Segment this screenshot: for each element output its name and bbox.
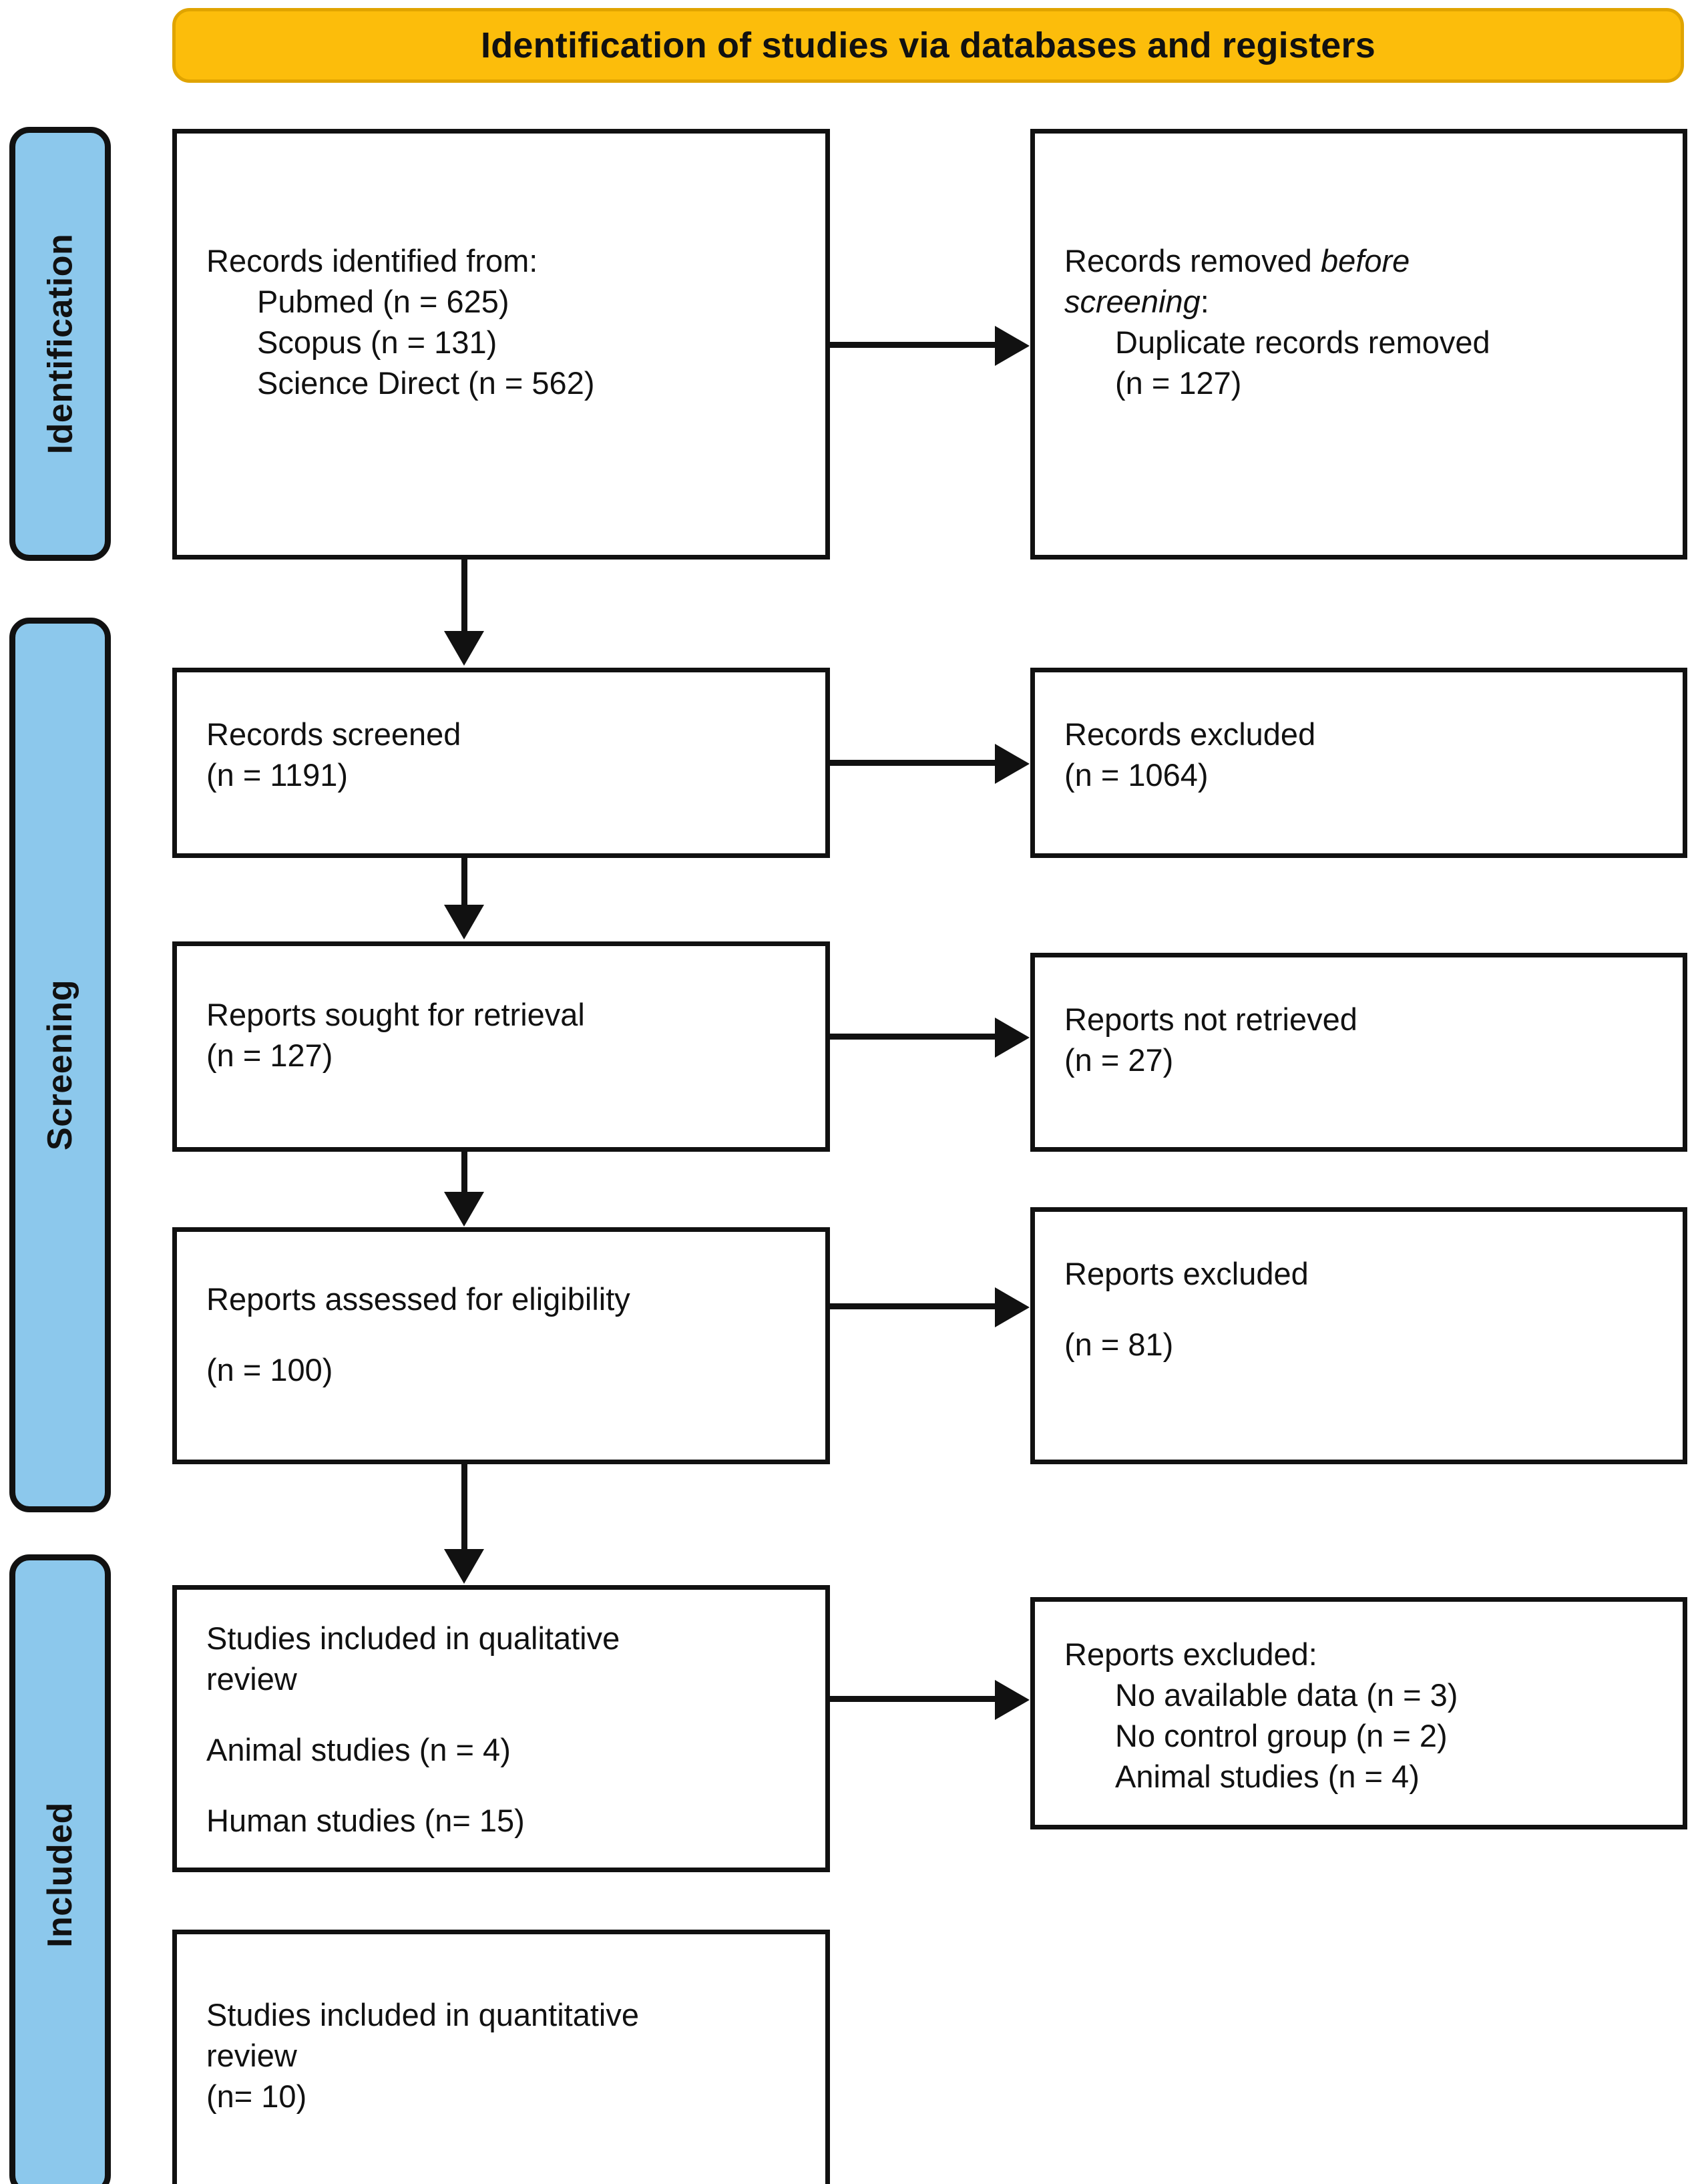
box-records-excluded-text: Records excluded (n = 1064) bbox=[1064, 714, 1669, 795]
diagram-header-banner: Identification of studies via databases … bbox=[172, 8, 1684, 83]
records-excluded-count: (n = 1064) bbox=[1064, 757, 1209, 793]
box-reports-excluded: Reports excluded (n = 81) bbox=[1030, 1207, 1687, 1464]
reports-assessed-count: (n = 100) bbox=[206, 1351, 333, 1387]
connector-arrow-sought-to-assessed bbox=[444, 1192, 484, 1227]
stage-label-included: Included bbox=[9, 1554, 111, 2184]
quantitative-count: (n= 10) bbox=[206, 2079, 307, 2115]
qualitative-line1: Studies included in qualitative bbox=[206, 1620, 620, 1656]
box-reports-excluded-detailed-text: Reports excluded: No available data (n =… bbox=[1064, 1634, 1669, 1797]
box-records-screened-text: Records screened (n = 1191) bbox=[206, 714, 812, 795]
excluded-final-heading: Reports excluded: bbox=[1064, 1636, 1317, 1672]
box-studies-quantitative-text: Studies included in quantitative review … bbox=[206, 1994, 812, 2117]
box-studies-included-qualitative: Studies included in qualitative review A… bbox=[172, 1585, 830, 1872]
box-reports-sought-text: Reports sought for retrieval (n = 127) bbox=[206, 994, 812, 1076]
records-identified-sciencedirect: Science Direct (n = 562) bbox=[257, 365, 595, 401]
connector-line-sought-to-not-retrieved bbox=[828, 1034, 996, 1040]
reports-not-retrieved-count: (n = 27) bbox=[1064, 1042, 1174, 1078]
box-records-identified: Records identified from: Pubmed (n = 625… bbox=[172, 129, 830, 560]
connector-arrow-sought-to-not-retrieved bbox=[995, 1018, 1030, 1058]
reports-assessed-label: Reports assessed for eligibility bbox=[206, 1281, 630, 1317]
banner-title: Identification of studies via databases … bbox=[481, 25, 1375, 65]
records-screened-count: (n = 1191) bbox=[206, 757, 349, 793]
excluded-final-no-available-data: No available data (n = 3) bbox=[1115, 1677, 1458, 1713]
records-removed-before-italic: before bbox=[1321, 243, 1410, 278]
box-records-removed-before-screening: Records removed before screening: Duplic… bbox=[1030, 129, 1687, 560]
box-reports-assessed-text: Reports assessed for eligibility (n = 10… bbox=[206, 1279, 812, 1390]
box-studies-qualitative-text: Studies included in qualitative review A… bbox=[206, 1618, 812, 1841]
excluded-final-no-control-group: No control group (n = 2) bbox=[1115, 1718, 1448, 1754]
qualitative-spacer-2 bbox=[206, 1770, 812, 1800]
records-screened-label: Records screened bbox=[206, 716, 461, 752]
reports-excluded-label: Reports excluded bbox=[1064, 1256, 1309, 1291]
connector-line-identified-to-screened bbox=[461, 560, 467, 633]
duplicate-records-removed-count: (n = 127) bbox=[1115, 365, 1242, 401]
box-reports-excluded-detailed: Reports excluded: No available data (n =… bbox=[1030, 1597, 1687, 1829]
reports-not-retrieved-label: Reports not retrieved bbox=[1064, 1002, 1357, 1037]
records-removed-label: Records removed bbox=[1064, 243, 1321, 278]
connector-arrow-assessed-to-excluded bbox=[995, 1287, 1030, 1327]
connector-arrow-identified-to-screened bbox=[444, 631, 484, 666]
qualitative-human-studies: Human studies (n= 15) bbox=[206, 1802, 525, 1838]
records-excluded-label: Records excluded bbox=[1064, 716, 1316, 752]
box-records-identified-text: Records identified from: Pubmed (n = 625… bbox=[206, 240, 812, 403]
connector-arrow-qualitative-to-excluded bbox=[995, 1680, 1030, 1720]
connector-arrow-screened-to-sought bbox=[444, 905, 484, 939]
records-identified-pubmed: Pubmed (n = 625) bbox=[257, 284, 509, 320]
connector-line-qualitative-to-excluded bbox=[828, 1696, 996, 1702]
reports-excluded-count: (n = 81) bbox=[1064, 1326, 1174, 1362]
records-removed-colon: : bbox=[1200, 284, 1209, 320]
excluded-final-animal-studies: Animal studies (n = 4) bbox=[1115, 1759, 1420, 1795]
box-records-excluded: Records excluded (n = 1064) bbox=[1030, 668, 1687, 858]
box-records-screened: Records screened (n = 1191) bbox=[172, 668, 830, 858]
records-removed-screening-italic: screening bbox=[1064, 284, 1201, 320]
connector-arrow-assessed-to-qualitative bbox=[444, 1549, 484, 1584]
connector-line-screened-to-sought bbox=[461, 858, 467, 906]
quantitative-line2: review bbox=[206, 2038, 297, 2074]
connector-line-assessed-to-excluded bbox=[828, 1303, 996, 1309]
records-identified-line1: Records identified from: bbox=[206, 243, 538, 278]
connector-line-identified-to-removed bbox=[828, 342, 996, 348]
reports-sought-label: Reports sought for retrieval bbox=[206, 997, 585, 1032]
stage-label-identification-text: Identification bbox=[41, 233, 79, 455]
stage-label-screening: Screening bbox=[9, 618, 111, 1512]
box-studies-included-quantitative: Studies included in quantitative review … bbox=[172, 1930, 830, 2184]
reports-sought-count: (n = 127) bbox=[206, 1038, 333, 1074]
connector-arrow-screened-to-excluded bbox=[995, 744, 1030, 784]
reports-excluded-spacer bbox=[1064, 1294, 1669, 1324]
box-reports-excluded-text: Reports excluded (n = 81) bbox=[1064, 1253, 1669, 1365]
connector-line-assessed-to-qualitative bbox=[461, 1464, 467, 1550]
stage-label-identification: Identification bbox=[9, 127, 111, 561]
duplicate-records-removed-label: Duplicate records removed bbox=[1115, 324, 1490, 361]
box-reports-not-retrieved-text: Reports not retrieved (n = 27) bbox=[1064, 999, 1669, 1080]
stage-label-screening-text: Screening bbox=[41, 979, 80, 1150]
qualitative-animal-studies: Animal studies (n = 4) bbox=[206, 1731, 511, 1767]
connector-line-screened-to-excluded bbox=[828, 760, 996, 766]
box-reports-sought-for-retrieval: Reports sought for retrieval (n = 127) bbox=[172, 941, 830, 1152]
box-reports-not-retrieved: Reports not retrieved (n = 27) bbox=[1030, 953, 1687, 1152]
qualitative-line2: review bbox=[206, 1661, 297, 1697]
reports-assessed-spacer bbox=[206, 1319, 812, 1349]
box-records-removed-text: Records removed before screening: Duplic… bbox=[1064, 240, 1669, 403]
box-reports-assessed-for-eligibility: Reports assessed for eligibility (n = 10… bbox=[172, 1227, 830, 1464]
qualitative-spacer-1 bbox=[206, 1699, 812, 1729]
quantitative-line1: Studies included in quantitative bbox=[206, 1997, 639, 2032]
records-identified-scopus: Scopus (n = 131) bbox=[257, 324, 497, 361]
connector-arrow-identified-to-removed bbox=[995, 326, 1030, 366]
connector-line-sought-to-assessed bbox=[461, 1152, 467, 1193]
stage-label-included-text: Included bbox=[41, 1802, 80, 1948]
